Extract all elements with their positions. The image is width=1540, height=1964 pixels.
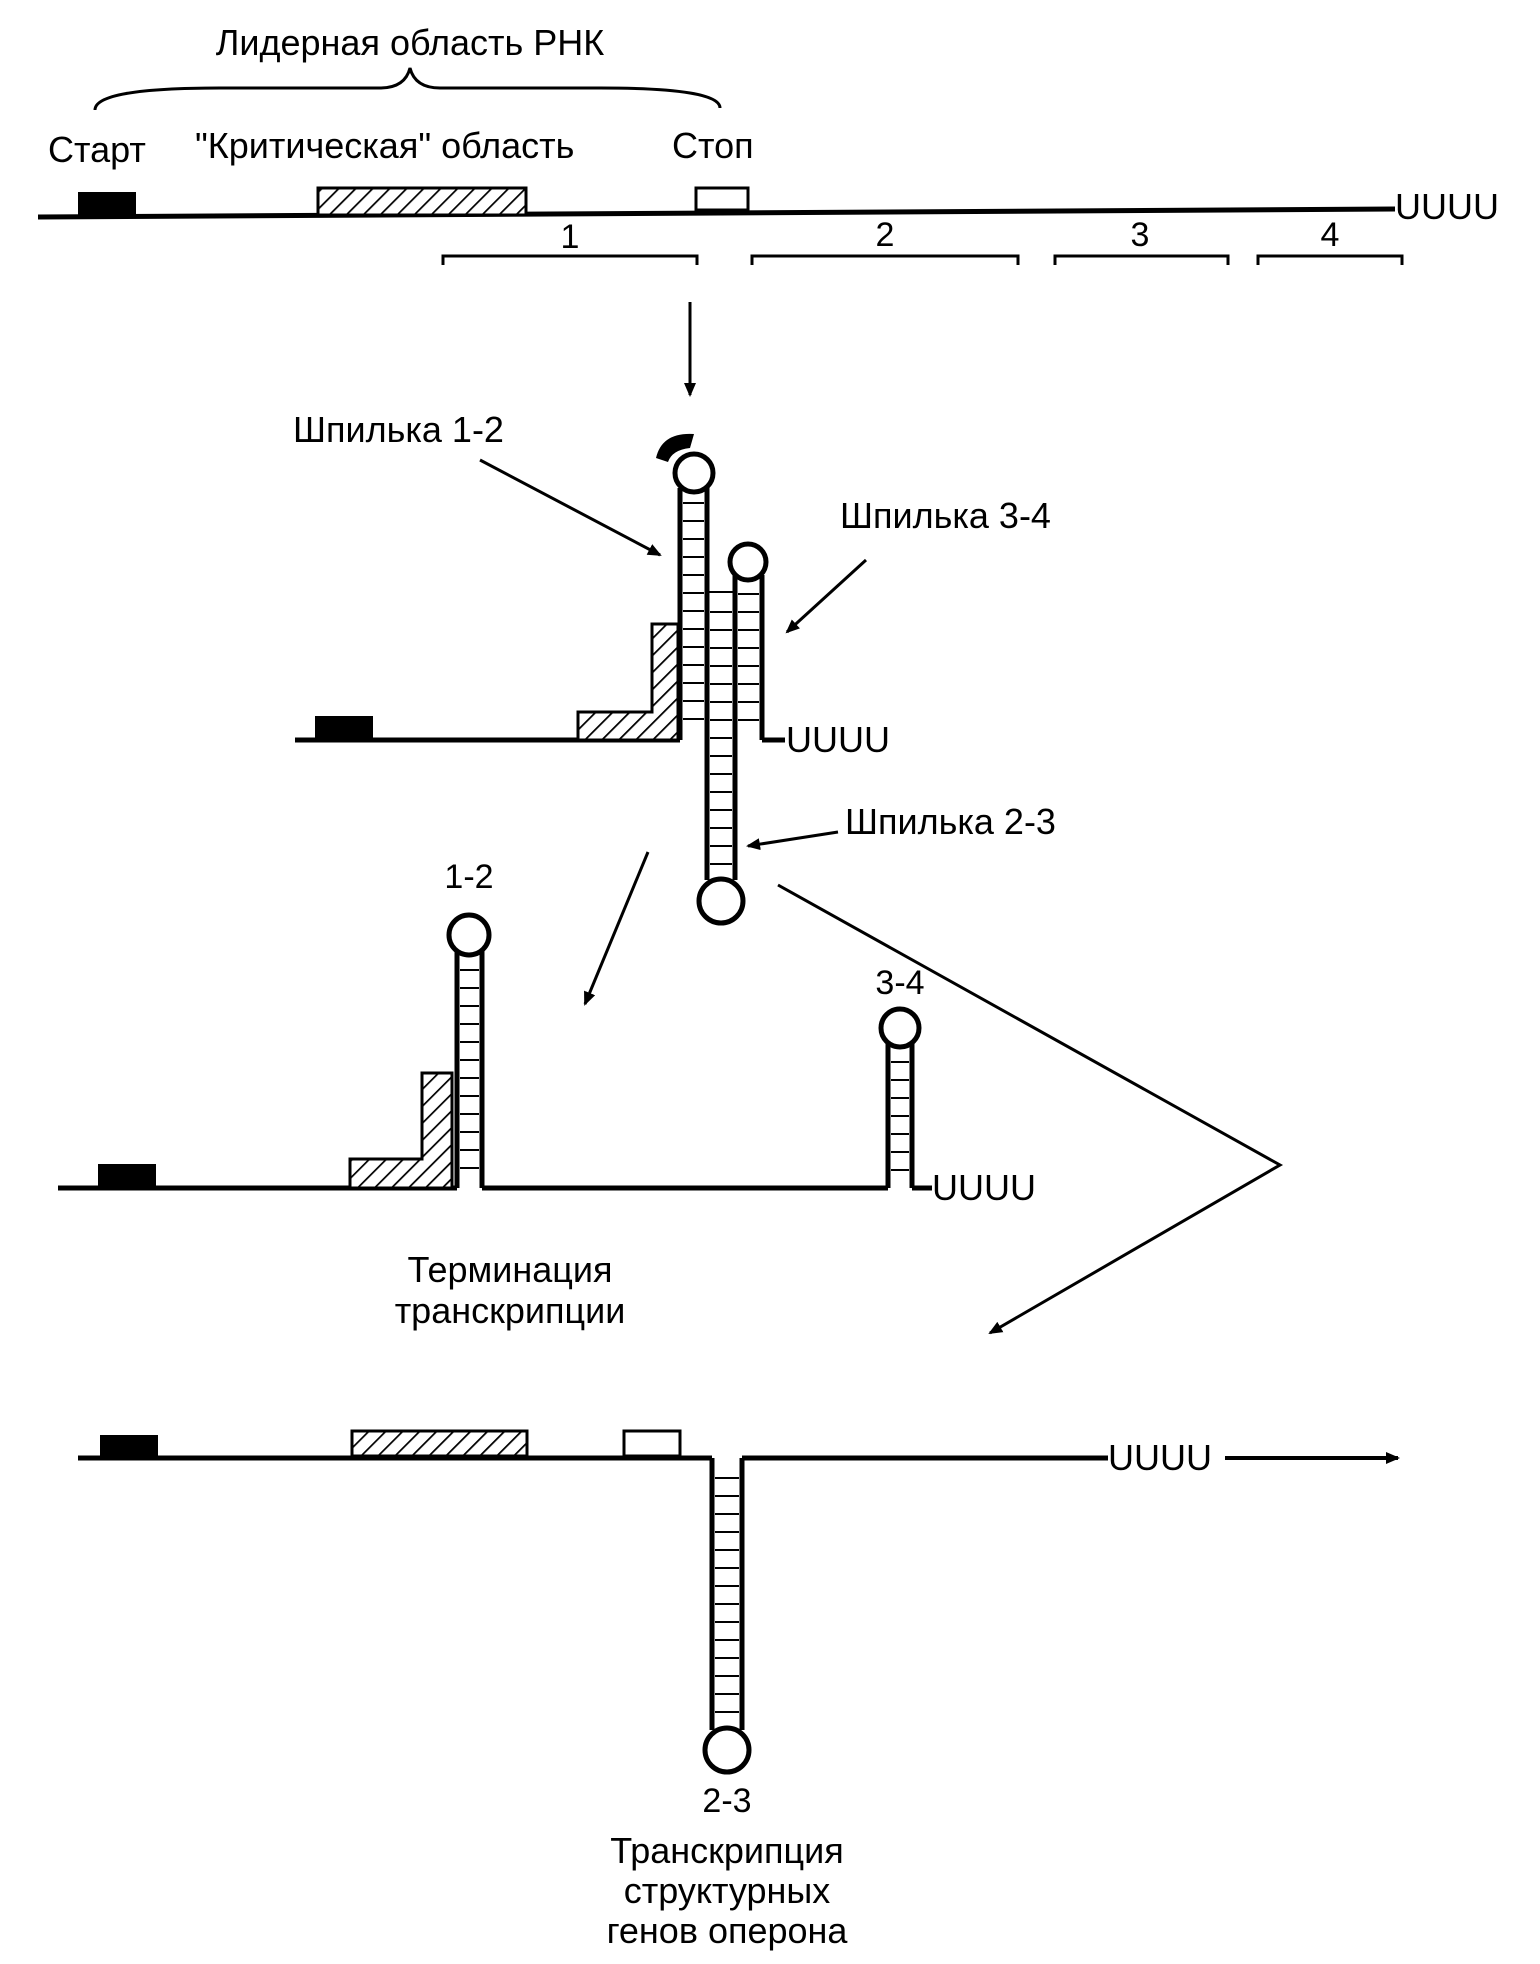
transcription-state: UUUU 2-3 Транскрипция структурных генов … xyxy=(78,1429,1400,1951)
leader-region-label: Лидерная область РНК xyxy=(216,22,604,63)
termination-label-line1: Терминация xyxy=(408,1249,613,1290)
hairpin-2-3 xyxy=(696,591,746,926)
hairpin-1-2-label: Шпилька 1-2 xyxy=(293,409,504,450)
hairpin-2-3-label: Шпилька 2-3 xyxy=(845,801,1056,842)
critical-region-box xyxy=(348,1071,454,1190)
termination-label-line2: транскрипции xyxy=(395,1290,626,1331)
segment-2-label: 2 xyxy=(876,216,895,254)
segment-4-bracket xyxy=(1256,254,1404,265)
transcription-label-line2: структурных xyxy=(624,1870,831,1911)
hairpin-1-2-pointer xyxy=(479,458,662,557)
hairpin-2-3-pointer xyxy=(746,830,839,851)
start-codon-box xyxy=(98,1164,156,1188)
hairpin-state: UUUU Шпилька 1-2 Шпилька 3-4 Шпилька 2-3 xyxy=(293,409,1284,1335)
hairpin-3-4 xyxy=(727,541,785,743)
uuuu-label: UUUU xyxy=(1395,186,1499,227)
start-label: Старт xyxy=(48,129,146,170)
segment-4-label: 4 xyxy=(1321,216,1340,254)
critical-region-label: "Критическая" область xyxy=(195,125,574,166)
stop-codon-box xyxy=(694,186,750,212)
leader-region-brace xyxy=(93,67,722,111)
transcription-label-line1: Транскрипция xyxy=(610,1830,844,1871)
segment-1-bracket xyxy=(441,254,699,265)
segment-3-bracket xyxy=(1053,254,1230,265)
ribosome-cap xyxy=(656,433,694,462)
hairpin-1-2-label: 1-2 xyxy=(444,858,493,896)
critical-region-box xyxy=(350,1429,529,1458)
arrow-to-termination xyxy=(583,851,650,1006)
uuuu-label: UUUU xyxy=(932,1167,1036,1208)
hairpin-2-3 xyxy=(702,1458,752,1775)
hairpin-2-3-label: 2-3 xyxy=(702,1782,751,1820)
stop-label: Стоп xyxy=(672,125,754,166)
hairpin-3-4-label: 3-4 xyxy=(875,964,924,1002)
arrow-to-transcription xyxy=(777,883,1284,1335)
start-codon-box xyxy=(315,716,373,740)
hairpin-3-4 xyxy=(878,1006,932,1191)
hairpin-1-2 xyxy=(446,912,492,1188)
stop-codon-box xyxy=(622,1429,682,1458)
transcription-label-line3: генов оперона xyxy=(607,1910,849,1951)
start-codon-box xyxy=(100,1435,158,1458)
segment-3-label: 3 xyxy=(1131,216,1150,254)
hairpin-3-4-label: Шпилька 3-4 xyxy=(840,495,1051,536)
critical-region-box xyxy=(316,186,528,217)
segment-1-label: 1 xyxy=(561,218,580,256)
rna-strand xyxy=(37,206,1396,220)
hairpin-3-4-pointer xyxy=(785,558,868,634)
start-codon-box xyxy=(78,192,136,217)
critical-region-box xyxy=(576,622,680,742)
termination-state: 1-2 3-4 UUUU Терминация транскрипции xyxy=(58,858,1036,1331)
segment-2-bracket xyxy=(750,254,1020,265)
uuuu-label: UUUU xyxy=(1108,1437,1212,1478)
uuuu-label: UUUU xyxy=(786,719,890,760)
leader-rna-state: Лидерная область РНК Старт "Критическая"… xyxy=(37,22,1499,397)
